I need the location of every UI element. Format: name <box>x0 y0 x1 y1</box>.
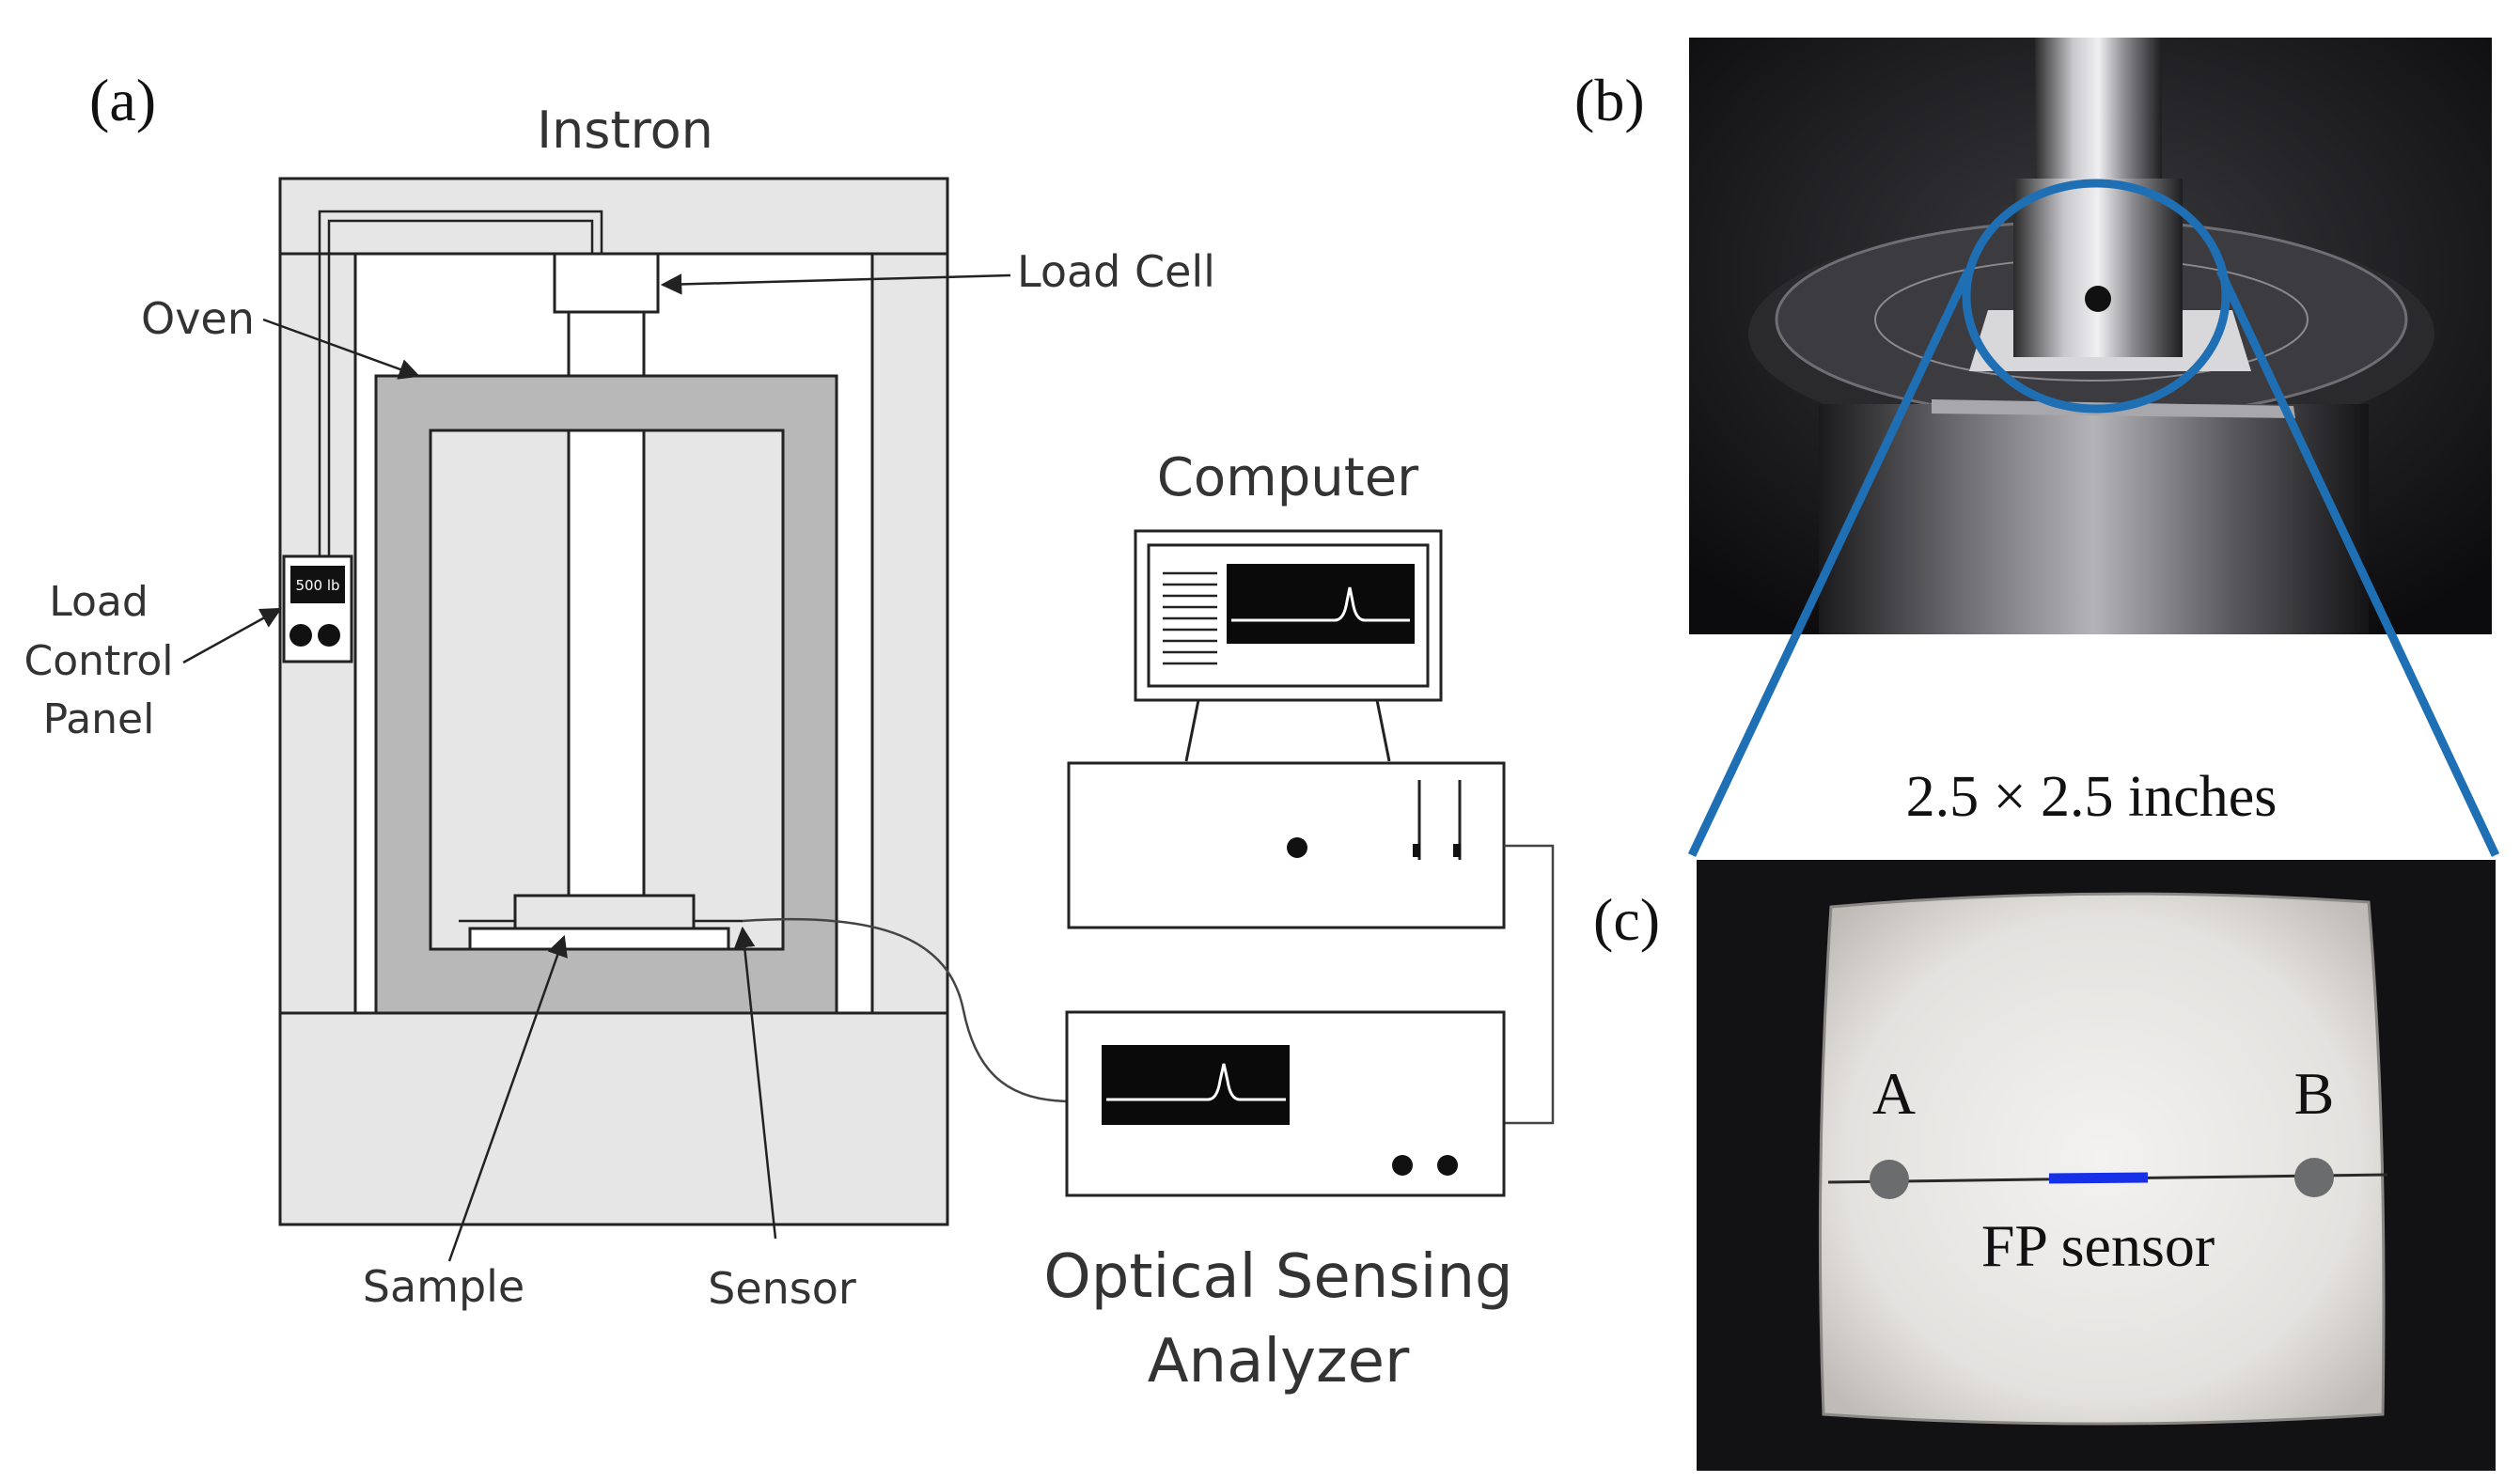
panel-a: (a) Instron 500 lb <box>23 67 1214 1314</box>
dimensions-label: 2.5 × 2.5 inches <box>1906 765 2277 829</box>
photo-fixture <box>1689 38 2492 634</box>
load-control-label-3: Panel <box>43 695 155 743</box>
point-b-label: B <box>2294 1060 2335 1127</box>
zoom-line-right <box>2215 269 2500 857</box>
zoom-ellipse <box>1962 179 2230 413</box>
oven <box>374 374 838 1015</box>
computer-label: Computer <box>1157 447 1419 508</box>
load-cell <box>553 252 660 380</box>
connection-cable <box>1504 844 1555 1125</box>
fp-sensor-label: FP sensor <box>1981 1212 2215 1279</box>
point-a-label: A <box>1872 1060 1916 1127</box>
sample-label: Sample <box>363 1261 524 1312</box>
panel-c: 2.5 × 2.5 inches (c) A B FP sensor <box>1593 765 2496 1471</box>
sensor-label: Sensor <box>708 1263 856 1314</box>
instron-label: Instron <box>537 101 713 160</box>
load-control-panel: 500 lb <box>282 554 353 663</box>
panel-display-readout: 500 lb <box>295 577 339 594</box>
analyzer-label-2: Analyzer <box>1148 1327 1410 1396</box>
computer-and-analyzer: Computer <box>1043 447 1555 1396</box>
computer-monitor <box>1134 529 1443 762</box>
panel-c-label: (c) <box>1593 886 1660 953</box>
panel-b-label: (b) <box>1574 67 1645 133</box>
panel-b: (b) <box>1574 38 2500 857</box>
analyzer-label-1: Optical Sensing <box>1043 1242 1512 1312</box>
optical-fiber <box>742 917 1068 1103</box>
instron-frame <box>278 177 949 1226</box>
sensor-plate <box>468 927 730 951</box>
photo-sample <box>1697 860 2496 1471</box>
load-control-label-1: Load <box>49 578 149 626</box>
panel-a-label: (a) <box>89 67 156 133</box>
optical-analyzer <box>1065 1010 1506 1197</box>
sample-platen <box>513 894 696 930</box>
oven-label: Oven <box>141 293 255 344</box>
point-b-marker <box>2294 1158 2334 1197</box>
zoom-line-left <box>1687 269 1973 857</box>
load-cell-label: Load Cell <box>1017 246 1215 297</box>
load-control-label-2: Control <box>23 637 173 685</box>
point-a-marker <box>1870 1160 1909 1199</box>
computer-box <box>1067 761 1506 929</box>
